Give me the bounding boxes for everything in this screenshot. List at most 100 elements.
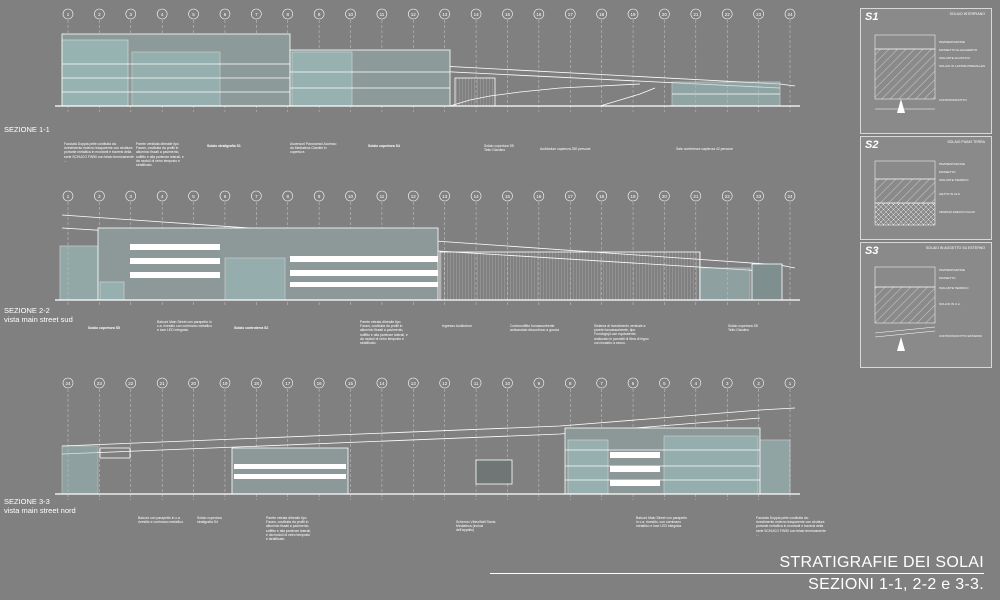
grid-number: 5 — [663, 381, 666, 386]
s3-note-videowall: Schermo VideoWall Storia Mediateca (incl… — [456, 520, 496, 533]
section-1-building — [55, 33, 800, 107]
grid-number: 23 — [756, 12, 762, 17]
grid-marker — [564, 190, 576, 202]
grid-number: 8 — [286, 194, 289, 199]
grid-marker — [627, 377, 639, 389]
grid-marker — [251, 377, 262, 389]
grid-number: 22 — [725, 12, 731, 17]
grid-marker — [376, 190, 388, 202]
panel-s1-layer-4: SOLAIO IN LASTRE PREDALLES — [939, 64, 986, 68]
grid-marker — [627, 8, 639, 20]
s1-note-elevators: Ascensori Panoramici Accesso da Mediatec… — [290, 142, 337, 155]
grid-number: 15 — [348, 381, 354, 386]
section-3-label: SEZIONE 3-3 — [4, 497, 50, 506]
panel-s1-layer-3: ISOLANTE ACUSTICO — [939, 56, 971, 60]
grid-marker — [313, 377, 325, 389]
grid-number: 10 — [505, 381, 511, 386]
grid-number: 9 — [538, 381, 541, 386]
panel-s3-code: S3 — [865, 245, 879, 257]
panel-s3-layer-5: CONTROSOFFITTO ESTERNO — [939, 334, 983, 338]
grid-number: 5 — [192, 12, 195, 17]
grid-number: 7 — [600, 381, 603, 386]
grid-number: 19 — [631, 12, 637, 17]
grid-marker — [721, 377, 733, 389]
grid-number: 8 — [286, 12, 289, 17]
grid-marker — [345, 8, 356, 20]
grid-number: 6 — [632, 381, 635, 386]
panel-s1-layer-5: CONTROSOFFITTO — [939, 98, 967, 102]
s3-note-main-street: Balconi Main Street con parapetto in c.a… — [636, 516, 688, 529]
grid-marker — [627, 190, 639, 202]
grid-number: 7 — [255, 12, 258, 17]
grid-number: 3 — [726, 381, 729, 386]
panel-s3-layer-1: PAVIMENTAZIONE — [939, 268, 965, 272]
grid-number: 14 — [474, 12, 480, 17]
grid-number: 1 — [789, 381, 792, 386]
s2-note-balconies: Balconi Main Street con parapetto in c.a… — [157, 320, 212, 333]
grid-number: 8 — [569, 381, 572, 386]
grid-number: 17 — [568, 12, 574, 17]
s2-note-wall-cladding: Sistema di rivestimento verticale a pare… — [594, 324, 649, 345]
panel-s1-layer-1: PAVIMENTAZIONE — [939, 40, 965, 44]
grid-marker — [470, 8, 482, 20]
grid-number: 9 — [318, 194, 321, 199]
grid-marker — [439, 190, 450, 202]
panel-s1: S1 SOLAIO INTERPIANO PAVIMENTAZIONE MASS… — [860, 8, 992, 134]
grid-marker — [502, 190, 513, 202]
section-3-title: SEZIONE 3-3 vista main street nord — [4, 497, 76, 515]
panel-s1-drawing — [874, 34, 936, 113]
panel-s1-code: S1 — [865, 11, 879, 23]
grid-marker — [188, 8, 199, 20]
grid-marker — [125, 8, 137, 20]
grid-number: 4 — [161, 194, 164, 199]
grid-number: 9 — [318, 12, 321, 17]
sheet-subtitle: SEZIONI 1-1, 2-2 e 3-3. — [808, 576, 984, 593]
grid-marker — [564, 377, 576, 389]
panel-s3-drawing — [874, 266, 936, 351]
section-1-label: SEZIONE 1-1 — [4, 125, 50, 134]
grid-marker — [251, 8, 262, 20]
grid-marker — [690, 377, 702, 389]
grid-marker — [784, 190, 796, 202]
grid-number: 23 — [97, 381, 103, 386]
s1-note-auditorium: Auditorium capienza 250 persone — [540, 147, 591, 151]
s1-note-double-skin: Facciata Doppia pelle costituita da: riv… — [64, 142, 134, 163]
grid-marker — [94, 8, 105, 20]
grid-marker — [721, 190, 733, 202]
section-2-subtitle: vista main street sud — [4, 315, 73, 324]
section-2-building — [55, 214, 800, 301]
grid-number: 23 — [756, 194, 762, 199]
grid-number: 11 — [380, 194, 385, 199]
grid-number: 17 — [285, 381, 291, 386]
panel-s3-layer-4: SOLAIO IN C.A. — [939, 302, 961, 306]
grid-number: 22 — [725, 194, 731, 199]
grid-marker — [502, 8, 513, 20]
grid-marker — [596, 190, 607, 202]
grid-marker — [313, 190, 325, 202]
grid-number: 19 — [222, 381, 228, 386]
grid-marker — [784, 8, 796, 20]
grid-marker — [533, 8, 545, 20]
title-divider — [490, 573, 984, 574]
grid-marker — [376, 377, 388, 389]
grid-number: 13 — [411, 381, 417, 386]
s2-note-ground-slab: Solaio controterra S2 — [234, 326, 269, 330]
grid-marker — [156, 8, 168, 20]
grid-number: 6 — [224, 12, 227, 17]
grid-number: 5 — [192, 194, 195, 199]
grid-marker — [125, 377, 137, 389]
grid-number: 13 — [442, 12, 448, 17]
grid-marker — [408, 8, 419, 20]
panel-s2-layer-2: MASSETTO — [939, 170, 956, 174]
grid-marker — [345, 377, 356, 389]
grid-number: 2 — [98, 12, 101, 17]
sheet-title: STRATIGRAFIE DEI SOLAI — [779, 554, 984, 571]
grid-number: 12 — [411, 194, 417, 199]
panel-s2-title: SOLAIO PIANO TERRA — [947, 140, 985, 144]
grid-marker — [62, 190, 74, 202]
section-1-title: SEZIONE 1-1 — [4, 125, 50, 134]
